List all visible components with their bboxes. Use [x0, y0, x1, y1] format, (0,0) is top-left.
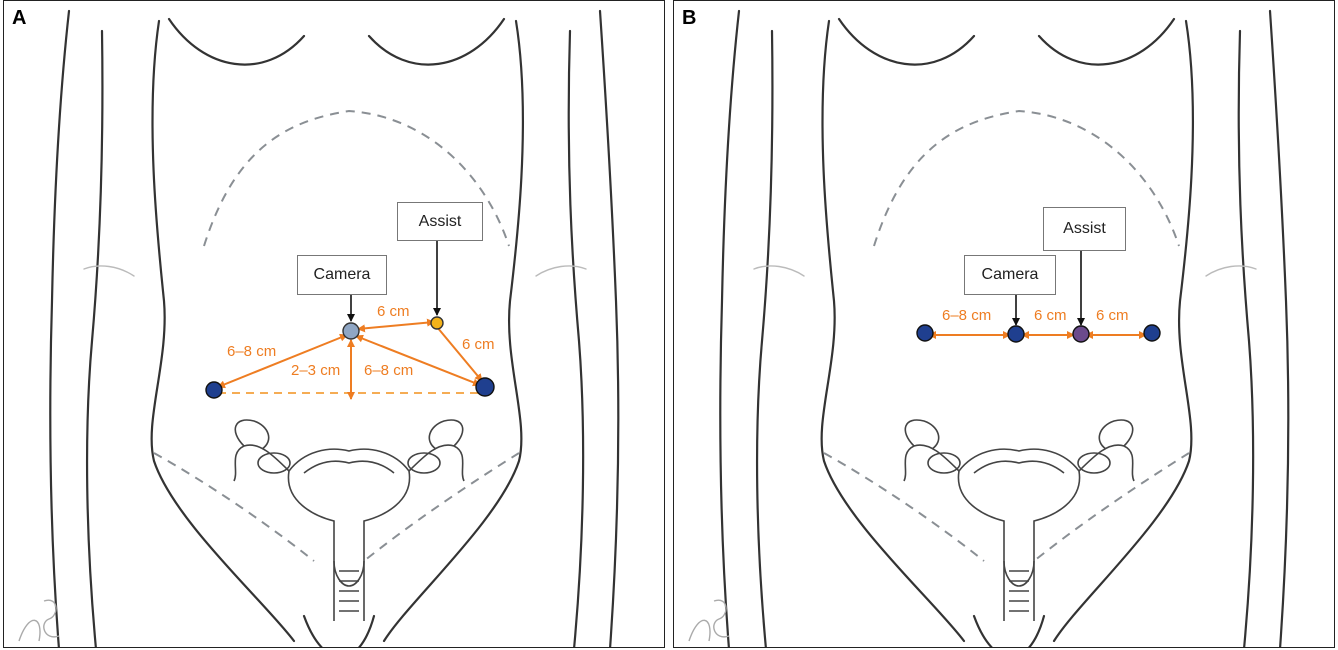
port-right — [1144, 325, 1160, 341]
body-illustration-a — [4, 1, 665, 648]
right-waist-mark — [1206, 266, 1256, 276]
panel-letter: B — [682, 7, 696, 30]
body-illustration-b — [674, 1, 1335, 648]
left-chest-curve — [169, 19, 304, 65]
left-arm-outline — [720, 11, 739, 648]
camera-label: Camera — [297, 255, 387, 295]
left-chest-curve — [839, 19, 974, 65]
port-camera — [343, 323, 359, 339]
left-arm-inner — [757, 31, 772, 648]
port-camera — [1008, 326, 1024, 342]
port-left — [206, 382, 222, 398]
left-waist-mark — [754, 266, 804, 276]
label-assist-right: 6 cm — [1096, 308, 1129, 323]
port-right — [476, 378, 494, 396]
torso-right-outline — [384, 21, 523, 641]
artist-signature — [19, 600, 59, 641]
torso-left-outline — [152, 21, 294, 641]
panel-b: B Camera Assist 6–8 cm 6 cm 6 cm — [673, 0, 1335, 648]
right-arm-inner — [569, 31, 583, 648]
right-arm-inner — [1239, 31, 1253, 648]
panel-letter: A — [12, 7, 26, 30]
left-arm-outline — [50, 11, 69, 648]
right-arm-outline — [1270, 11, 1288, 648]
left-arm-inner — [87, 31, 102, 648]
right-chest-curve — [1039, 19, 1174, 65]
label-cam-assist: 6 cm — [1034, 308, 1067, 323]
assist-label: Assist — [1043, 207, 1126, 251]
port-left — [917, 325, 933, 341]
label-cam-right: 6–8 cm — [364, 363, 413, 378]
label-left-cam: 6–8 cm — [942, 308, 991, 323]
label-vertical: 2–3 cm — [291, 363, 340, 378]
uterus-illustration — [234, 420, 464, 621]
artist-signature — [689, 600, 729, 641]
right-arm-outline — [600, 11, 618, 648]
uterus-illustration — [904, 420, 1134, 621]
torso-left-outline — [822, 21, 964, 641]
right-chest-curve — [369, 19, 504, 65]
rib-margin-dashed — [874, 111, 1179, 246]
left-waist-mark — [84, 266, 134, 276]
arrow-cam-assist — [358, 322, 434, 329]
panel-a: A Camera Assist 6 cm 6 cm 6–8 cm 2–3 cm … — [3, 0, 665, 648]
port-assist — [431, 317, 443, 329]
assist-label: Assist — [397, 202, 483, 241]
label-assist-right: 6 cm — [462, 337, 495, 352]
right-waist-mark — [536, 266, 586, 276]
label-cam-assist: 6 cm — [377, 304, 410, 319]
camera-label: Camera — [964, 255, 1056, 295]
port-assist — [1073, 326, 1089, 342]
label-left-cam: 6–8 cm — [227, 344, 276, 359]
